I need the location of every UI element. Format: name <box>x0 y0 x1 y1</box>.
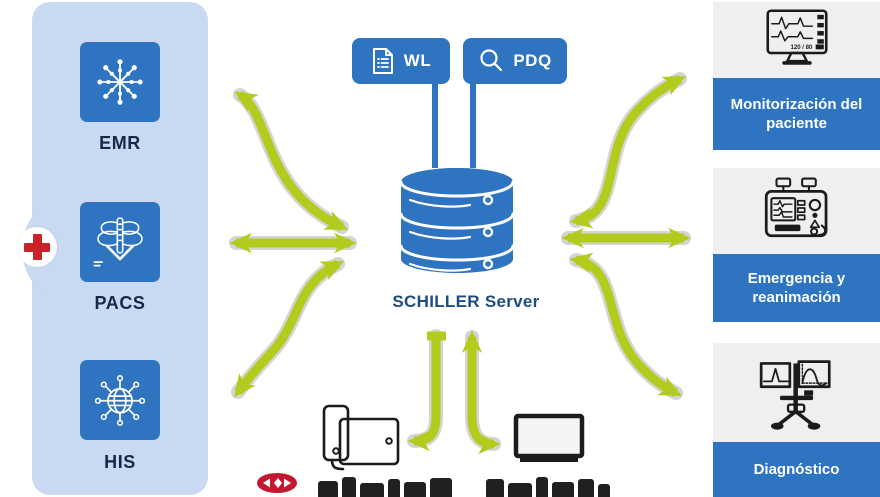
card-label: Monitorización del paciente <box>713 78 880 150</box>
wl-label: WL <box>403 51 432 70</box>
his-tile <box>80 360 160 440</box>
arrow-device-server <box>461 330 501 455</box>
red-cross-badge <box>17 227 57 267</box>
card-label: Diagnóstico <box>713 442 880 497</box>
patient-monitor-icon: 120 / 80 <box>765 9 828 65</box>
network-hub-icon <box>97 59 143 105</box>
globe-network-icon <box>94 375 146 426</box>
wl-connector-line <box>432 84 438 168</box>
arrow-emr-server <box>234 91 348 232</box>
database-icon <box>399 168 515 273</box>
his-label: HIS <box>104 452 136 472</box>
card-icon-area: 120 / 80 <box>713 2 880 78</box>
worklist-document-icon <box>372 48 393 74</box>
monitor-reading: 120 / 80 <box>790 44 813 51</box>
arrow-server-tablet <box>407 336 441 452</box>
pacs-label: PACS <box>94 293 146 313</box>
magnifier-icon <box>480 49 503 72</box>
emr-label: EMR <box>99 133 141 153</box>
emr-tile <box>80 42 160 122</box>
diagnostic-workstation-icon <box>759 359 831 430</box>
pdq-connector-line <box>470 84 476 168</box>
wl-chip: WL <box>352 38 450 84</box>
ribcage-download-icon <box>93 217 143 267</box>
server-label: SCHILLER Server <box>392 292 540 311</box>
tablet-monitor-icon <box>513 413 585 462</box>
arrow-his-server <box>234 259 344 398</box>
pdq-chip: PDQ <box>463 38 567 84</box>
schiller-logo-icon <box>257 473 297 493</box>
arrow-server-monitoring <box>569 74 686 229</box>
pdq-label: PDQ <box>513 51 552 70</box>
defibrillator-icon <box>764 177 827 238</box>
card-diagnostics: Diagnóstico <box>713 343 880 497</box>
card-emergency: Emergencia y reanimación <box>713 168 880 322</box>
card-icon-area <box>713 343 880 442</box>
mobile-devices-icon <box>322 404 400 471</box>
card-label: Emergencia y reanimación <box>713 254 880 322</box>
card-icon-area <box>713 168 880 254</box>
pacs-tile <box>80 202 160 282</box>
card-patient-monitoring: 120 / 80 Monitorización del paciente <box>713 2 880 150</box>
arrow-server-diagnostics <box>569 252 682 398</box>
